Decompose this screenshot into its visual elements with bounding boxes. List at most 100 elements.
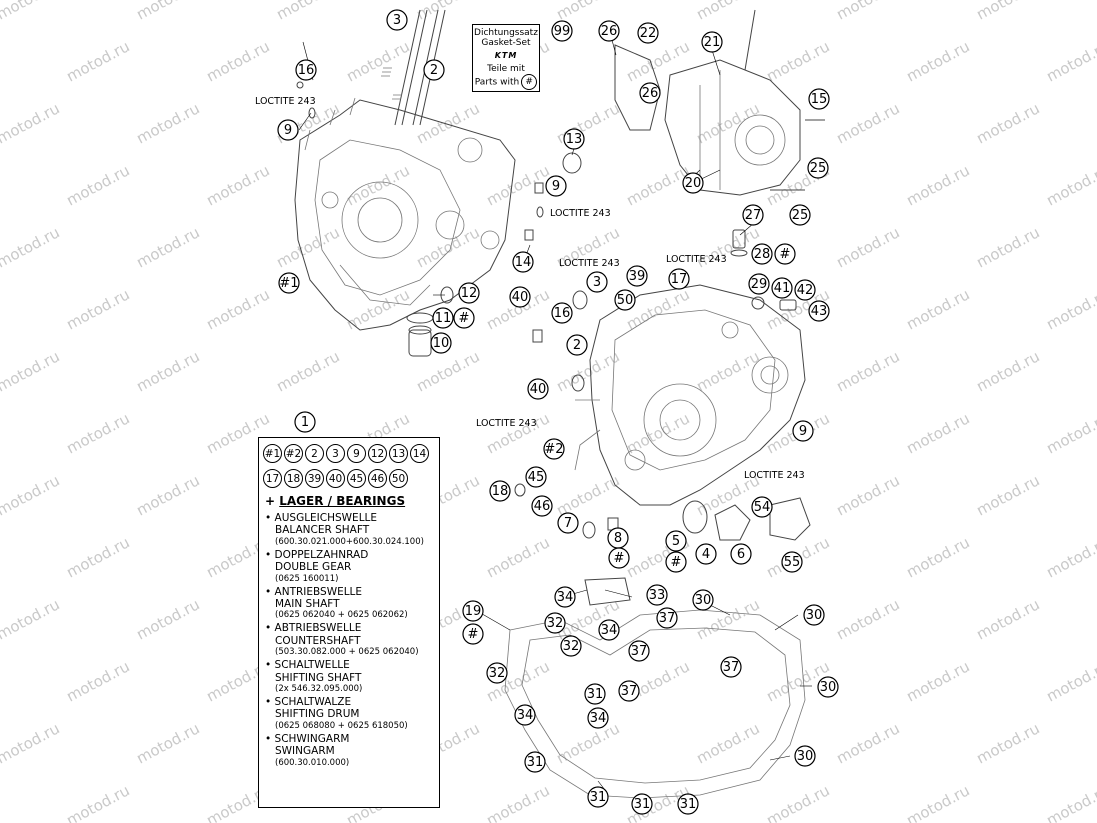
callout-number: 11: [435, 311, 452, 326]
right-small-parts: [514, 229, 811, 541]
callout-number: 30: [695, 593, 712, 608]
callout-c19: 19: [462, 600, 484, 622]
callout-circle: [639, 82, 661, 104]
callout-number: 9: [799, 424, 807, 439]
callout-number: 3: [393, 13, 401, 28]
callout-number: 34: [557, 590, 574, 605]
callout-number: 25: [792, 208, 809, 223]
callout-number: #: [468, 627, 479, 642]
callout-number: 32: [563, 639, 580, 654]
watermark-text: motod.ru: [903, 409, 972, 457]
legend-item-de: • ABTRIEBSWELLE: [265, 622, 362, 635]
legend-item-part-number: (600.30.021.000+600.30.024.100): [275, 536, 424, 547]
callout-number: 30: [797, 749, 814, 764]
callout-number: 28: [754, 247, 771, 262]
callout-c99: 99: [551, 20, 573, 42]
callout-c3a: 3: [386, 9, 408, 31]
callout-c26b: 26: [639, 82, 661, 104]
callout-circle: [626, 265, 648, 287]
callout-circle: [294, 411, 316, 433]
upper-right-cover: [614, 9, 825, 196]
callout-circle: [489, 480, 511, 502]
watermark-text: motod.ru: [903, 161, 972, 209]
watermark-text: motod.ru: [0, 347, 63, 395]
legend-item-de: • AUSGLEICHSWELLE: [265, 512, 378, 524]
callout-circle: [751, 243, 773, 265]
callout-circle: [453, 307, 475, 329]
plus-symbol: +: [265, 494, 276, 508]
loctite-label: LOCTITE 243: [666, 254, 727, 265]
watermark-text: motod.ru: [973, 99, 1042, 147]
callout-number: 45: [528, 470, 545, 485]
legend-part-callout: 17: [263, 469, 282, 488]
callout-circle: [598, 20, 620, 42]
callout-circle: [531, 495, 553, 517]
watermark-text: motod.ru: [133, 471, 202, 519]
callout-number: 15: [811, 92, 828, 107]
callout-circle: [807, 157, 829, 179]
callout-circle: [808, 88, 830, 110]
watermark-text: motod.ru: [763, 37, 832, 85]
callout-circle: [543, 438, 565, 460]
legend-item-part-number: (0625 068080 + 0625 618050): [275, 720, 408, 731]
watermark-text: motod.ru: [63, 781, 132, 823]
callout-circle: [486, 662, 508, 684]
callout-number: 29: [751, 277, 768, 292]
callout-number: #2: [544, 442, 563, 457]
callout-circle: [423, 59, 445, 81]
watermark-text: motod.ru: [1043, 161, 1097, 209]
callout-number: 42: [797, 283, 814, 298]
watermark-text: motod.ru: [413, 347, 482, 395]
watermark-text: motod.ru: [833, 99, 902, 147]
callout-c17: 17: [668, 268, 690, 290]
callout-number: 37: [723, 660, 740, 675]
callout-number: 12: [461, 286, 478, 301]
callout-c37b: 37: [628, 640, 650, 662]
watermark-text: motod.ru: [63, 285, 132, 333]
callout-number: 37: [659, 611, 676, 626]
callout-circle: [563, 128, 585, 150]
callout-number: 32: [489, 666, 506, 681]
watermark-text: motod.ru: [1043, 657, 1097, 705]
watermark-text: motod.ru: [553, 719, 622, 767]
watermark-text: motod.ru: [63, 657, 132, 705]
watermark-text: motod.ru: [63, 161, 132, 209]
watermark-text: motod.ru: [133, 595, 202, 643]
callout-circle: [554, 586, 576, 608]
callout-c37c: 37: [720, 656, 742, 678]
watermark-text: motod.ru: [973, 471, 1042, 519]
callout-c14: 14: [512, 251, 534, 273]
callout-circle: [808, 300, 830, 322]
callout-circle: [509, 286, 531, 308]
callout-c18: 18: [489, 480, 511, 502]
legend-item-part-number: (0625 062040 + 0625 062062): [275, 610, 408, 621]
callout-circle: [527, 378, 549, 400]
watermark-text: motod.ru: [693, 0, 762, 24]
callout-number: 19: [465, 604, 482, 619]
watermark-text: motod.ru: [833, 595, 902, 643]
callout-c16a: 16: [295, 59, 317, 81]
watermark-text: motod.ru: [63, 533, 132, 581]
watermark-text: motod.ru: [203, 285, 272, 333]
legend-item-de: • SCHWINGARM: [265, 732, 350, 745]
callout-c2b: 2: [566, 334, 588, 356]
callout-circle: [277, 119, 299, 141]
callout-number: 13: [566, 132, 583, 147]
callout-number: #: [671, 555, 682, 570]
callout-circle: [560, 635, 582, 657]
loctite-label: LOCTITE 243: [476, 418, 537, 429]
callout-circle: [695, 543, 717, 565]
callout-c34d: 34: [587, 707, 609, 729]
callout-c5: 5: [665, 530, 687, 552]
callout-number: 3: [593, 275, 601, 290]
callout-number: #: [780, 247, 791, 262]
watermark-text: motod.ru: [63, 409, 132, 457]
callout-c43: 43: [808, 300, 830, 322]
gasket-parts-de: Teile mit: [487, 64, 525, 74]
callout-c31d: 31: [631, 793, 653, 815]
legend-item-part-number: (0625 160011): [275, 573, 339, 584]
watermark-text: motod.ru: [903, 781, 972, 823]
